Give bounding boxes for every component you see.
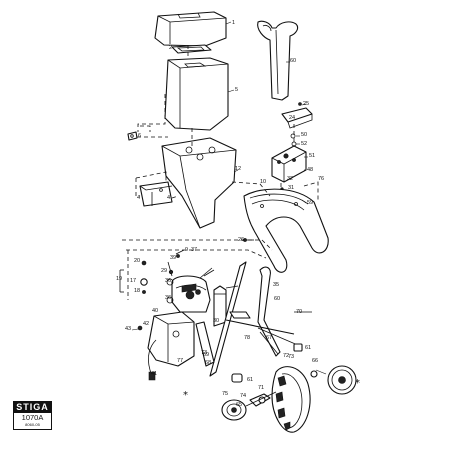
- part-callout-label: 78: [244, 335, 250, 341]
- model-code: 8060-05: [25, 422, 40, 427]
- part-callout-label: 4: [167, 195, 170, 201]
- push-stick-part: [257, 20, 299, 101]
- part-callout-label: 36: [165, 278, 171, 284]
- asterisk-mark: *: [183, 390, 188, 401]
- part-callout-label: 25: [303, 101, 309, 107]
- lower-motor-part: [137, 311, 195, 381]
- part-callout-label: 61: [247, 377, 253, 383]
- washer-disc-part: [221, 399, 247, 421]
- hopper-part: [164, 57, 229, 131]
- motor-housing-part: [166, 267, 215, 313]
- part-callout-label: 32: [287, 176, 293, 182]
- idler-bracket-part: [119, 260, 148, 294]
- part-callout-label: 59: [307, 200, 313, 206]
- brand-logo: STIGA 1070A 8060-05: [13, 401, 52, 430]
- part-callout-label: 12: [235, 166, 241, 172]
- part-callout-label: 17: [130, 278, 136, 284]
- spacer-part: [231, 343, 303, 383]
- wheel-part: [271, 366, 311, 433]
- part-callout-label: 67: [266, 335, 272, 341]
- part-callout-label: 35: [273, 282, 279, 288]
- chassis-plate-part: [243, 188, 329, 273]
- model-number: 1070A: [21, 413, 44, 422]
- part-callout-label: 74: [240, 393, 246, 399]
- part-callout-label: 50: [301, 132, 307, 138]
- part-callout-label: 5: [235, 87, 238, 93]
- axle-part: [225, 311, 312, 347]
- part-callout-label: 68: [205, 360, 211, 366]
- gasket-plate-part: [171, 44, 212, 54]
- brand-name: STIGA: [14, 402, 51, 413]
- part-callout-label: 39: [170, 255, 176, 261]
- part-callout-label: 6: [138, 133, 141, 139]
- part-callout-label: 66: [312, 358, 318, 364]
- clip-part: [127, 131, 138, 141]
- pin-part: [167, 249, 185, 277]
- part-callout-label: 60: [274, 296, 280, 302]
- part-callout-label: 18: [134, 288, 140, 294]
- asterisk-mark: *: [355, 378, 360, 389]
- part-callout-label: 10: [260, 179, 266, 185]
- frame-legs-part: [195, 261, 281, 377]
- part-callout-label: 36: [165, 295, 171, 301]
- switch-bracket-part: [281, 102, 313, 129]
- part-callout-label: 19: [116, 276, 122, 282]
- part-callout-label: 2: [169, 45, 172, 51]
- part-callout-label: 75: [222, 391, 228, 397]
- top-cover-part: [154, 11, 227, 47]
- part-callout-label: 1: [232, 20, 235, 26]
- part-callout-label: 41: [151, 371, 157, 377]
- hub-bolt-part: [245, 391, 277, 407]
- part-callout-label: 24: [289, 115, 295, 121]
- part-callout-label: 48: [307, 167, 313, 173]
- part-callout-label: 20: [134, 258, 140, 264]
- part-callout-label: 4: [137, 195, 140, 201]
- part-callout-label: 30: [213, 318, 219, 324]
- part-callout-label: 37: [191, 247, 197, 253]
- part-callout-label: 52: [301, 141, 307, 147]
- part-callout-label: 69: [203, 352, 209, 358]
- part-callout-label: 31: [288, 185, 294, 191]
- part-callout-label: 61: [305, 345, 311, 351]
- hubcap-part: [310, 365, 357, 395]
- part-callout-label: 26: [238, 237, 244, 243]
- part-callout-label: 51: [309, 153, 315, 159]
- part-callout-label: 77: [177, 358, 183, 364]
- part-callout-label: 73: [201, 350, 207, 356]
- part-callout-label: 29: [161, 268, 167, 274]
- part-callout-label: 76: [318, 176, 324, 182]
- brackets-part: [139, 181, 173, 207]
- part-callout-label: 43: [125, 326, 131, 332]
- part-callout-label: 70: [296, 309, 302, 315]
- rod-part: [213, 285, 227, 327]
- part-callout-label: 71: [258, 385, 264, 391]
- chute-housing-part: [161, 137, 237, 229]
- part-callout-label: 9: [185, 247, 188, 253]
- part-callout-label: 73: [288, 354, 294, 360]
- part-callout-label: 72: [283, 353, 289, 359]
- part-callout-label: 40: [152, 308, 158, 314]
- part-callout-label: 65: [236, 402, 242, 408]
- part-callout-label: 60: [290, 58, 296, 64]
- part-callout-label: 42: [143, 321, 149, 327]
